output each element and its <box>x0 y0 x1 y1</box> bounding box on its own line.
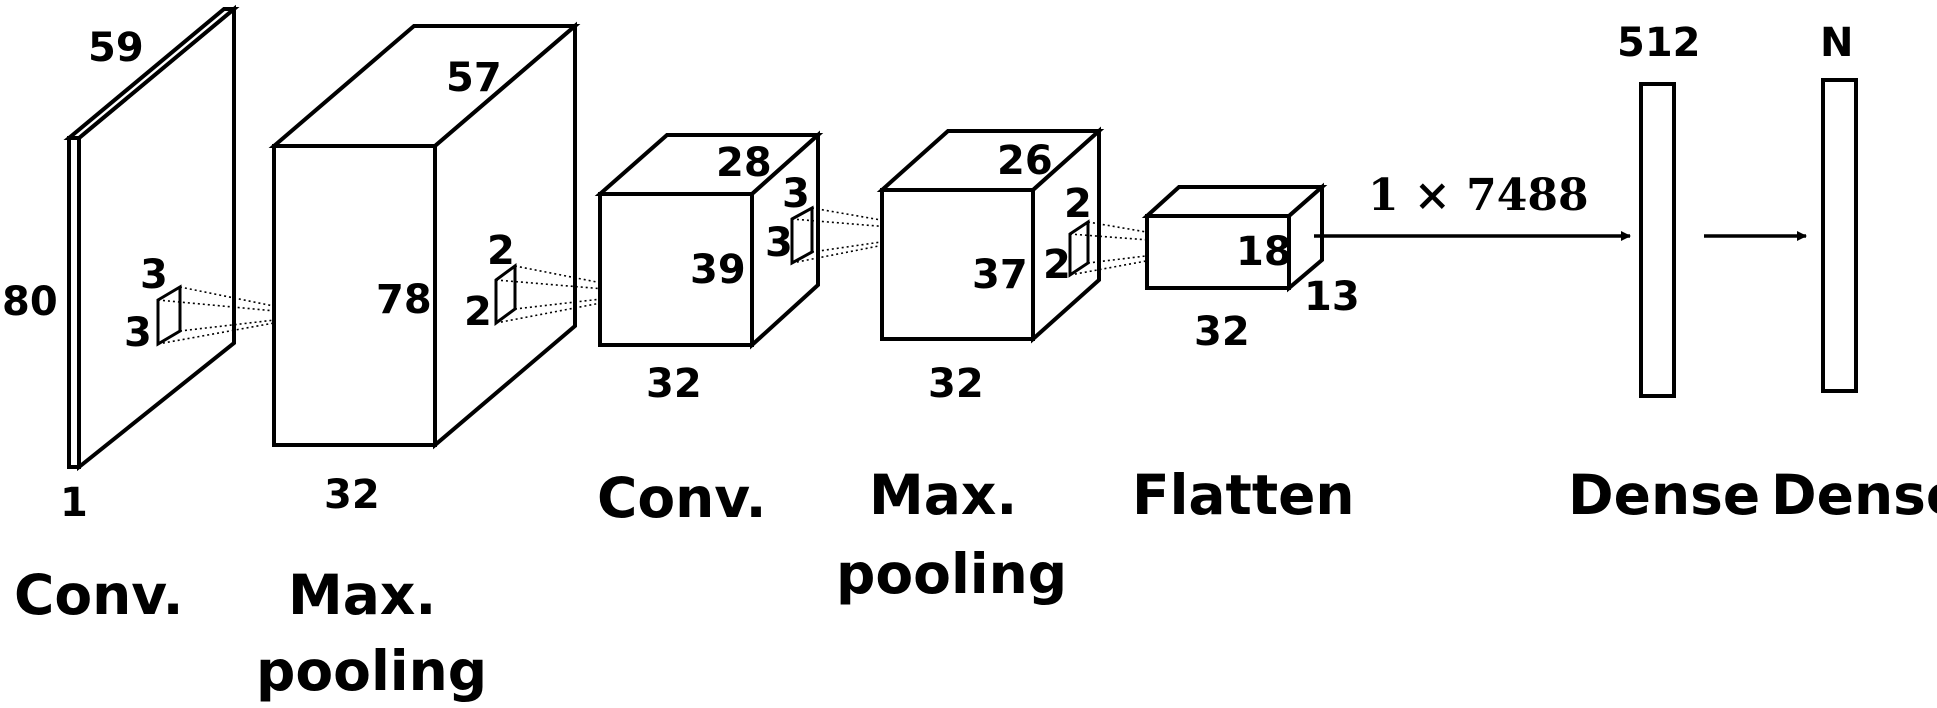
layer2-height-label: 78 <box>376 277 432 323</box>
dense1-bar <box>1639 82 1676 398</box>
layer3-kernel-h-label: 3 <box>782 171 810 217</box>
layer4-name-line1: Max. <box>869 463 1017 527</box>
layer2-depth-label: 57 <box>446 55 502 101</box>
layer2-block <box>268 21 581 450</box>
layer3-depth-label: 28 <box>716 140 772 186</box>
layer1-height-label: 80 <box>2 279 58 325</box>
layer1-depth-label: 59 <box>88 25 144 71</box>
layer1-width-label: 1 <box>60 480 88 526</box>
layer3-block <box>594 130 824 350</box>
dense1-name-label: Dense <box>1568 463 1760 527</box>
layer4-width-label: 32 <box>928 361 984 407</box>
layer4-height-label: 37 <box>972 252 1028 298</box>
layer1-name-label: Conv. <box>14 563 184 627</box>
layer5-block <box>1141 182 1328 293</box>
layer1-kernel-h-label: 3 <box>140 252 168 298</box>
layer5-height-label: 18 <box>1236 229 1292 275</box>
layer2-kernel-h-label: 2 <box>487 228 515 274</box>
layer4-block <box>876 126 1105 344</box>
layer2-name-line2: pooling <box>256 639 487 703</box>
layer2-kernel-w-label: 2 <box>464 289 492 335</box>
layer3-height-label: 39 <box>690 247 746 293</box>
dense2-name-label: Dense <box>1771 463 1937 527</box>
layer5-name-label: Flatten <box>1132 463 1355 527</box>
layer1-kernel-w-label: 3 <box>124 310 152 356</box>
layer4-kernel-h-label: 2 <box>1064 181 1092 227</box>
dense1-units-label: 512 <box>1617 20 1701 66</box>
layer4-kernel-w-label: 2 <box>1043 242 1071 288</box>
layer3-width-label: 32 <box>646 361 702 407</box>
layer5-depth-label: 13 <box>1304 274 1360 320</box>
layer5-width-label: 32 <box>1194 309 1250 355</box>
layer3-name-label: Conv. <box>597 466 767 530</box>
layer2-width-label: 32 <box>324 472 380 518</box>
dense2-units-label: N <box>1820 20 1853 66</box>
layer4-name-line2: pooling <box>836 542 1067 606</box>
layer1-input-slab <box>63 4 240 472</box>
layer3-kernel-w-label: 3 <box>765 220 793 266</box>
flatten-size-label: 1 × 7488 <box>1368 170 1589 221</box>
layer4-depth-label: 26 <box>997 138 1053 184</box>
layer2-name-line1: Max. <box>288 563 436 627</box>
dense2-bar <box>1821 78 1858 393</box>
